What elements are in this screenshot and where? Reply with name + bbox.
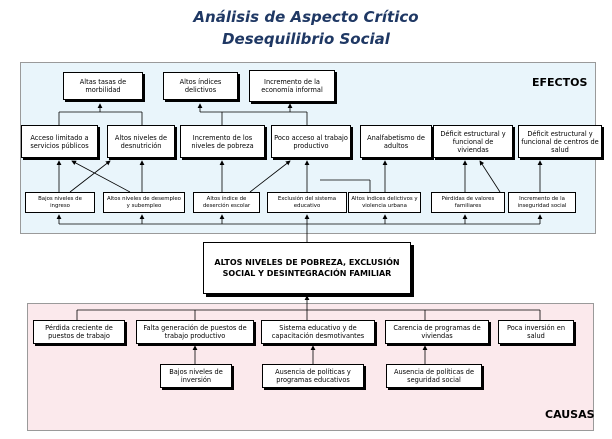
cause-low-investment: Bajos niveles de inversión	[160, 364, 232, 388]
effect-work-access: Poco acceso al trabajo productivo	[271, 125, 351, 158]
causes-label: CAUSAS	[545, 408, 595, 421]
effect-malnutrition: Altos niveles de desnutrición	[107, 125, 175, 158]
cause-housing-programs-lack: Carencia de programas de viviendas	[385, 320, 489, 344]
cause-demotivating-education: Sistema educativo y de capacitación desm…	[261, 320, 375, 344]
effect-poverty-increase: Incremento de los niveles de pobreza	[180, 125, 265, 158]
cause-job-loss: Pérdida creciente de puestos de trabajo	[33, 320, 125, 344]
cause-no-social-security-policies: Ausencia de políticas de seguridad socia…	[386, 364, 482, 388]
effect-social-insecurity: Incremento de la inseguridad social	[508, 192, 576, 213]
effect-school-dropout: Altos índice de deserción escolar	[193, 192, 260, 213]
effect-morbidity: Altas tasas de morbilidad	[63, 72, 143, 100]
cause-no-education-policies: Ausencia de políticas y programas educat…	[262, 364, 364, 388]
effect-limited-services: Acceso limitado a servicios públicos	[21, 125, 98, 158]
effect-urban-violence: Altos índices delictivos y violencia urb…	[348, 192, 421, 213]
cause-no-job-creation: Falta generación de puestos de trabajo p…	[136, 320, 254, 344]
effect-illiteracy: Analfabetismo de adultos	[360, 125, 432, 158]
effect-low-income: Bajos niveles de ingreso	[25, 192, 95, 213]
effect-education-exclusion: Exclusión del sistema educativo	[267, 192, 347, 213]
effect-family-values-loss: Pérdidas de valores familiares	[431, 192, 505, 213]
effect-crime-rates: Altos índices delictivos	[163, 72, 238, 100]
diagram-title-line-1: Análisis de Aspecto Crítico	[193, 8, 419, 26]
effect-informal-economy: Incremento de la economía informal	[249, 70, 335, 102]
effect-housing-deficit: Déficit estructural y funcional de vivie…	[433, 125, 513, 158]
effect-health-centers-deficit: Déficit estructural y funcional de centr…	[518, 125, 602, 158]
core-problem-box: ALTOS NIVELES DE POBREZA, EXCLUSIÓN SOCI…	[203, 242, 411, 294]
effect-unemployment: Altos niveles de desempleo y subempleo	[103, 192, 185, 213]
cause-low-health-investment: Poca inversión en salud	[498, 320, 574, 344]
effects-label: EFECTOS	[532, 76, 588, 89]
diagram-title-line-2: Desequilibrio Social	[222, 30, 390, 48]
